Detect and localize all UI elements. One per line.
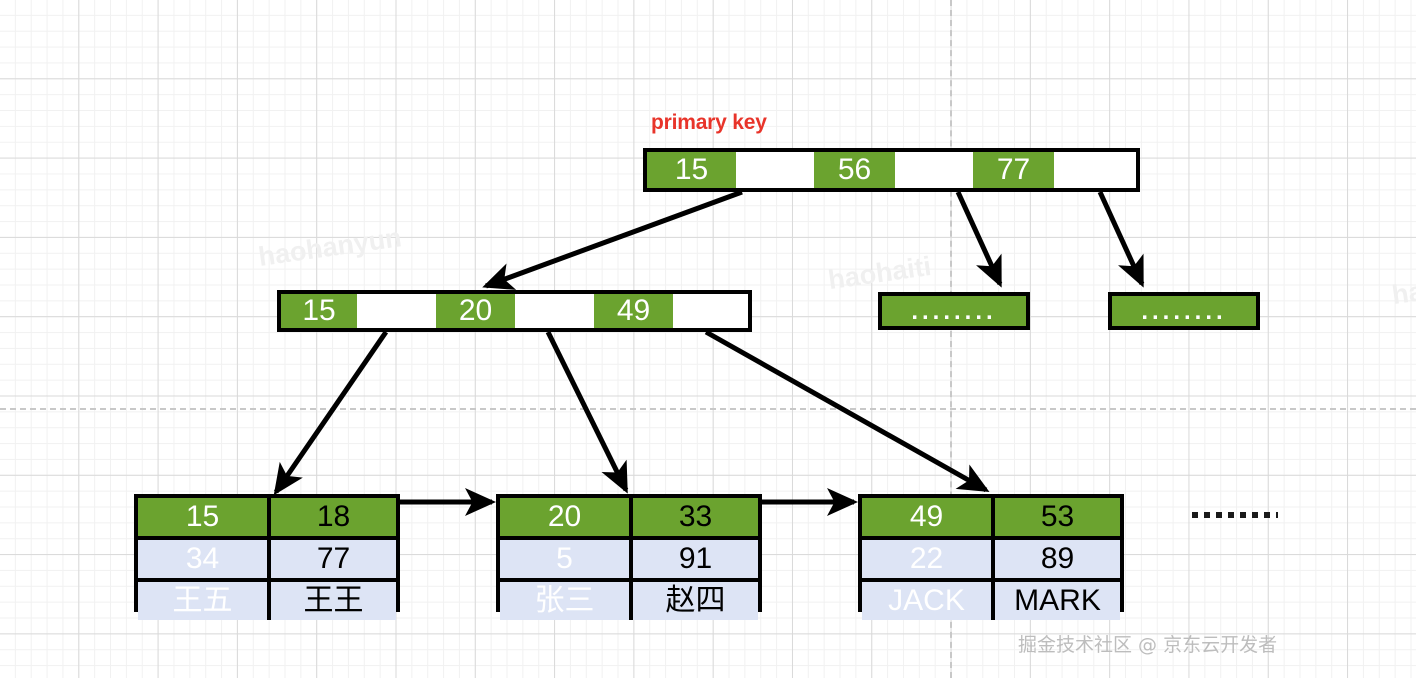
- internal-cell-pointer-3[interactable]: [673, 294, 748, 328]
- internal-cell-key-1[interactable]: 15: [281, 294, 357, 328]
- internal-cell-key-2[interactable]: 20: [436, 294, 515, 328]
- arrow-root-to-internal: [482, 189, 743, 290]
- leaf-1-value-cell-2[interactable]: 77: [267, 540, 396, 578]
- background-watermark-right: ha: [1389, 275, 1416, 311]
- background-watermark-center: haohaiti: [826, 250, 934, 296]
- leaf-1-value-cell-1[interactable]: 34: [138, 540, 267, 578]
- root-cell-key-2[interactable]: 56: [814, 152, 895, 188]
- internal-cell-pointer-1[interactable]: [357, 294, 436, 328]
- footer-watermark: 掘金技术社区 @ 京东云开发者: [1018, 634, 1278, 656]
- leaf-2-key-row: 20 33: [500, 498, 758, 536]
- leaf-3-value-cell-1[interactable]: 22: [862, 540, 991, 578]
- internal-index-node[interactable]: 15 20 49: [277, 290, 752, 332]
- arrow-root-to-placeholder-2: [1097, 190, 1145, 288]
- leaf-3-name-cell-2[interactable]: MARK: [991, 582, 1120, 620]
- leaf-2-name-cell-2[interactable]: 赵四: [629, 582, 758, 620]
- leaf-2-name-row: 张三 赵四: [500, 578, 758, 620]
- leaf-node-1[interactable]: 15 18 34 77 王五 王王: [134, 494, 400, 620]
- root-cell-pointer-2[interactable]: [895, 152, 973, 188]
- leaf-2-value-cell-2[interactable]: 91: [629, 540, 758, 578]
- leaf-3-key-row: 49 53: [862, 498, 1120, 536]
- leaf-1-key-row: 15 18: [138, 498, 396, 536]
- leaf-2-key-cell-1[interactable]: 20: [500, 498, 629, 536]
- leaf-2-name-cell-1[interactable]: 张三: [500, 582, 629, 620]
- leaf-chain-continuation-dots: [1192, 512, 1278, 518]
- arrow-internal-to-leaf-2: [545, 330, 629, 494]
- leaf-3-key-cell-1[interactable]: 49: [862, 498, 991, 536]
- root-cell-pointer-1[interactable]: [736, 152, 814, 188]
- guide-line-horizontal: [0, 408, 1416, 410]
- leaf-node-2[interactable]: 20 33 5 91 张三 赵四: [496, 494, 762, 620]
- leaf-1-name-cell-1[interactable]: 王五: [138, 582, 267, 620]
- leaf-node-3[interactable]: 49 53 22 89 JACK MARK: [858, 494, 1124, 620]
- leaf-3-value-row: 22 89: [862, 536, 1120, 578]
- root-cell-pointer-3[interactable]: [1054, 152, 1136, 188]
- internal-cell-pointer-2[interactable]: [515, 294, 594, 328]
- leaf-1-name-cell-2[interactable]: 王王: [267, 582, 396, 620]
- placeholder-node-1[interactable]: ........: [878, 292, 1030, 330]
- arrow-internal-to-leaf-3: [704, 329, 990, 493]
- leaf-3-key-cell-2[interactable]: 53: [991, 498, 1120, 536]
- arrow-internal-to-leaf-1: [273, 330, 389, 496]
- root-cell-key-3[interactable]: 77: [973, 152, 1054, 188]
- internal-cell-key-3[interactable]: 49: [594, 294, 673, 328]
- leaf-2-key-cell-2[interactable]: 33: [629, 498, 758, 536]
- leaf-2-value-cell-1[interactable]: 5: [500, 540, 629, 578]
- leaf-1-key-cell-2[interactable]: 18: [267, 498, 396, 536]
- arrow-root-to-placeholder-1: [955, 190, 1003, 288]
- leaf-1-value-row: 34 77: [138, 536, 396, 578]
- leaf-3-value-cell-2[interactable]: 89: [991, 540, 1120, 578]
- leaf-3-name-cell-1[interactable]: JACK: [862, 582, 991, 620]
- leaf-1-name-row: 王五 王王: [138, 578, 396, 620]
- primary-key-label: primary key: [651, 111, 767, 134]
- background-watermark-left: haohanyun: [256, 222, 404, 272]
- leaf-2-value-row: 5 91: [500, 536, 758, 578]
- leaf-3-name-row: JACK MARK: [862, 578, 1120, 620]
- leaf-1-key-cell-1[interactable]: 15: [138, 498, 267, 536]
- root-index-node[interactable]: 15 56 77: [643, 148, 1140, 192]
- placeholder-node-2[interactable]: ........: [1108, 292, 1260, 330]
- root-cell-key-1[interactable]: 15: [647, 152, 736, 188]
